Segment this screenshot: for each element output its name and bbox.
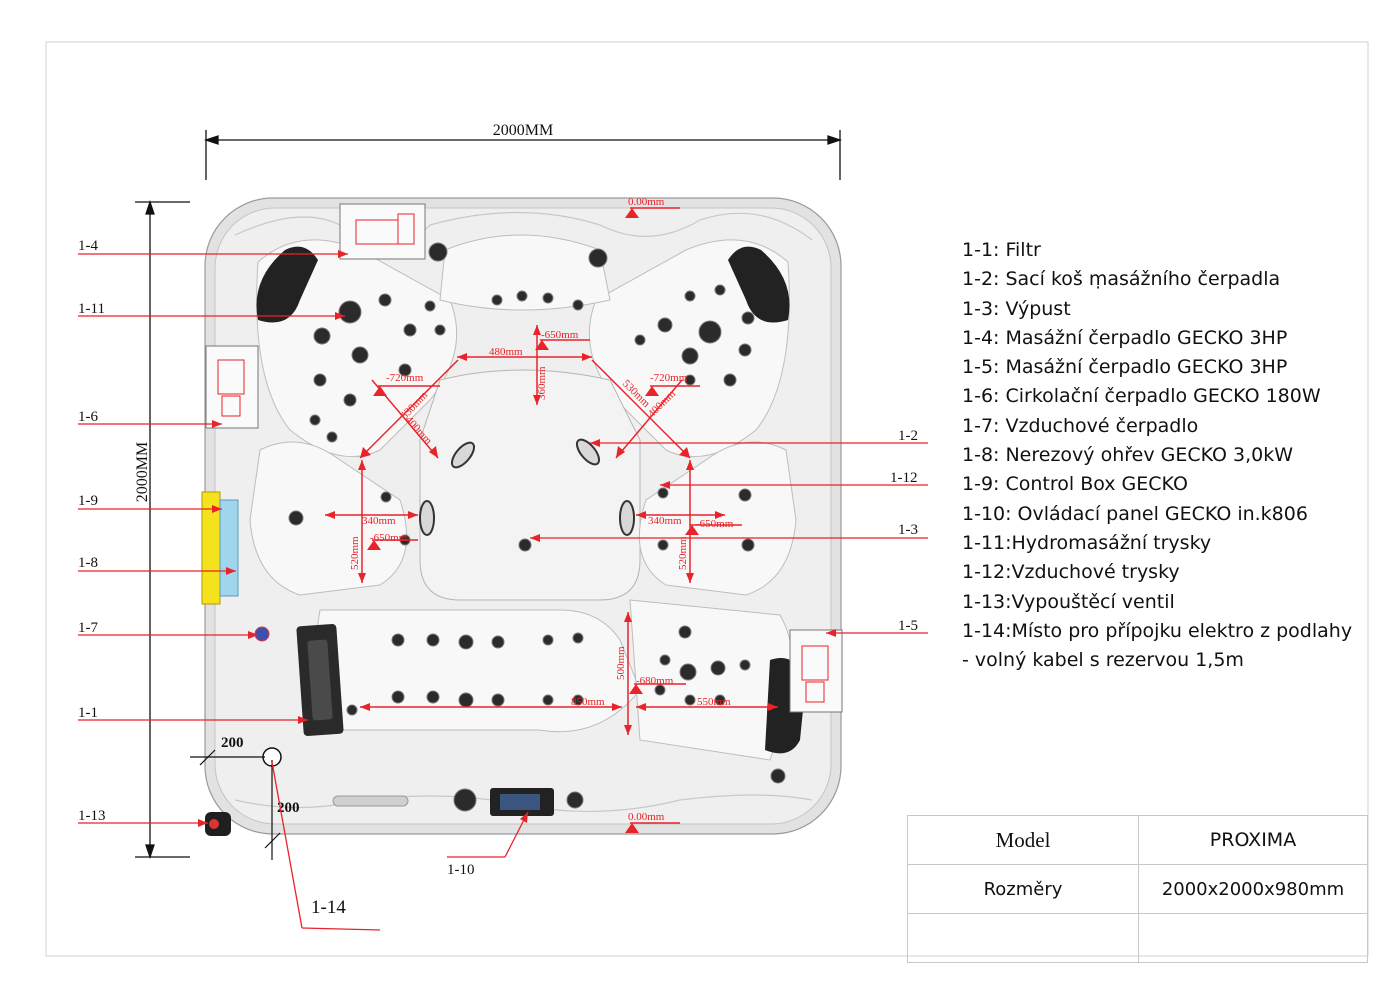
drain-valve	[205, 812, 231, 836]
sheet-frame	[45, 41, 1369, 957]
model-value: PROXIMA	[1138, 815, 1368, 865]
component-legend: 1-1: Filtr 1-2: Sací koš ṃasážního čerpa…	[962, 236, 1392, 675]
callout-labels: 1-4 1-11 1-6 1-9 1-8 1-7 1-1 1-13 1-2 1-…	[78, 238, 918, 878]
callout-1-6: 1-6	[78, 409, 98, 425]
measure-850: 850mm	[571, 696, 605, 708]
offset-200-y: 200	[277, 800, 300, 816]
measurement-lines	[325, 207, 778, 824]
callout-1-2: 1-2	[898, 428, 918, 444]
measure-520-left: 520mm	[349, 536, 361, 570]
callout-1-4: 1-4	[78, 238, 98, 254]
callout-1-11: 1-11	[78, 301, 105, 317]
height-label: 2000MM	[134, 442, 151, 502]
callout-1-9: 1-9	[78, 493, 98, 509]
air-jets	[419, 438, 635, 536]
measure-680: -680mm	[636, 675, 674, 687]
legend-item: 1-11:Hydromasážní trysky	[962, 531, 1212, 554]
width-label: 2000MM	[493, 122, 553, 139]
heater	[219, 499, 239, 597]
measure-650-right: -650mm	[696, 518, 734, 530]
legend-item: - volný kabel s rezervou 1,5m	[962, 649, 1244, 672]
legend-item: 1-2: Sací koš ṃasážního čerpadla	[962, 268, 1281, 291]
measure-550: 550mm	[697, 696, 731, 708]
measure-360: 360mm	[536, 366, 548, 400]
callout-1-1: 1-1	[78, 705, 98, 721]
dimensions-label: Rozměry	[907, 864, 1139, 914]
air-pump	[254, 626, 270, 642]
measurement-arrowheads	[325, 208, 778, 833]
callout-1-5: 1-5	[898, 618, 918, 634]
pump-1-6-box	[205, 345, 259, 429]
height-dimension	[135, 199, 190, 860]
pump-1-5-box	[789, 629, 843, 713]
empty-cell	[1138, 913, 1368, 963]
measure-520-right: 520mm	[677, 536, 689, 570]
offset-lines	[190, 749, 281, 860]
legend-item: 1-3: Výpust	[962, 297, 1071, 320]
callout-leaders	[78, 253, 928, 931]
dimensions-value: 2000x2000x980mm	[1138, 864, 1368, 914]
measure-top-zero: 0.00mm	[628, 196, 665, 208]
callout-1-8: 1-8	[78, 555, 98, 571]
legend-item: 1-12:Vzduchové trysky	[962, 561, 1180, 584]
measure-720-left: -720mm	[386, 372, 424, 384]
legend-item: 1-9: Control Box GECKO	[962, 473, 1188, 496]
width-dimension	[203, 130, 843, 180]
legend-item: 1-13:Vypouštěcí ventil	[962, 590, 1175, 613]
filter-housing	[296, 624, 344, 736]
measure-650-left: -650mm	[370, 532, 408, 544]
callout-1-3: 1-3	[898, 522, 918, 538]
callout-1-13: 1-13	[78, 808, 106, 824]
legend-item: 1-14:Místo pro přípojku elektro z podlah…	[962, 619, 1353, 642]
legend-item: 1-7: Vzduchové čerpadlo	[962, 414, 1199, 437]
measure-340-left: 340mm	[362, 515, 396, 527]
model-info-table: Model PROXIMA Rozměry 2000x2000x980mm	[907, 815, 1368, 963]
measure-480: 480mm	[489, 346, 523, 358]
callout-1-7: 1-7	[78, 620, 98, 636]
legend-item: 1-5: Masážní čerpadlo GECKO 3HP	[962, 356, 1288, 379]
control-panel	[332, 788, 554, 816]
pump-1-4-box	[339, 203, 426, 260]
measure-500: 500mm	[615, 646, 627, 680]
legend-item: 1-4: Masážní čerpadlo GECKO 3HP	[962, 326, 1288, 349]
measure-720-right: -720mm	[650, 372, 688, 384]
measure-bottom-zero: 0.00mm	[628, 811, 665, 823]
jets	[288, 242, 786, 812]
measure-650-top: -650mm	[541, 329, 579, 341]
empty-cell	[907, 913, 1139, 963]
legend-item: 1-8: Nerezový ohřev GECKO 3,0kW	[962, 444, 1294, 467]
measure-340-right: 340mm	[648, 515, 682, 527]
legend-item: 1-1: Filtr	[962, 239, 1041, 261]
offset-200-x: 200	[221, 735, 244, 751]
callout-1-14: 1-14	[311, 897, 346, 918]
legend-item: 1-10: Ovládací panel GECKO in.k806	[962, 502, 1308, 525]
model-label: Model	[907, 815, 1139, 865]
callout-1-12: 1-12	[890, 470, 918, 486]
legend-item: 1-6: Cirkolační čerpadlo GECKO 180W	[962, 385, 1321, 408]
callout-1-10: 1-10	[447, 862, 475, 878]
